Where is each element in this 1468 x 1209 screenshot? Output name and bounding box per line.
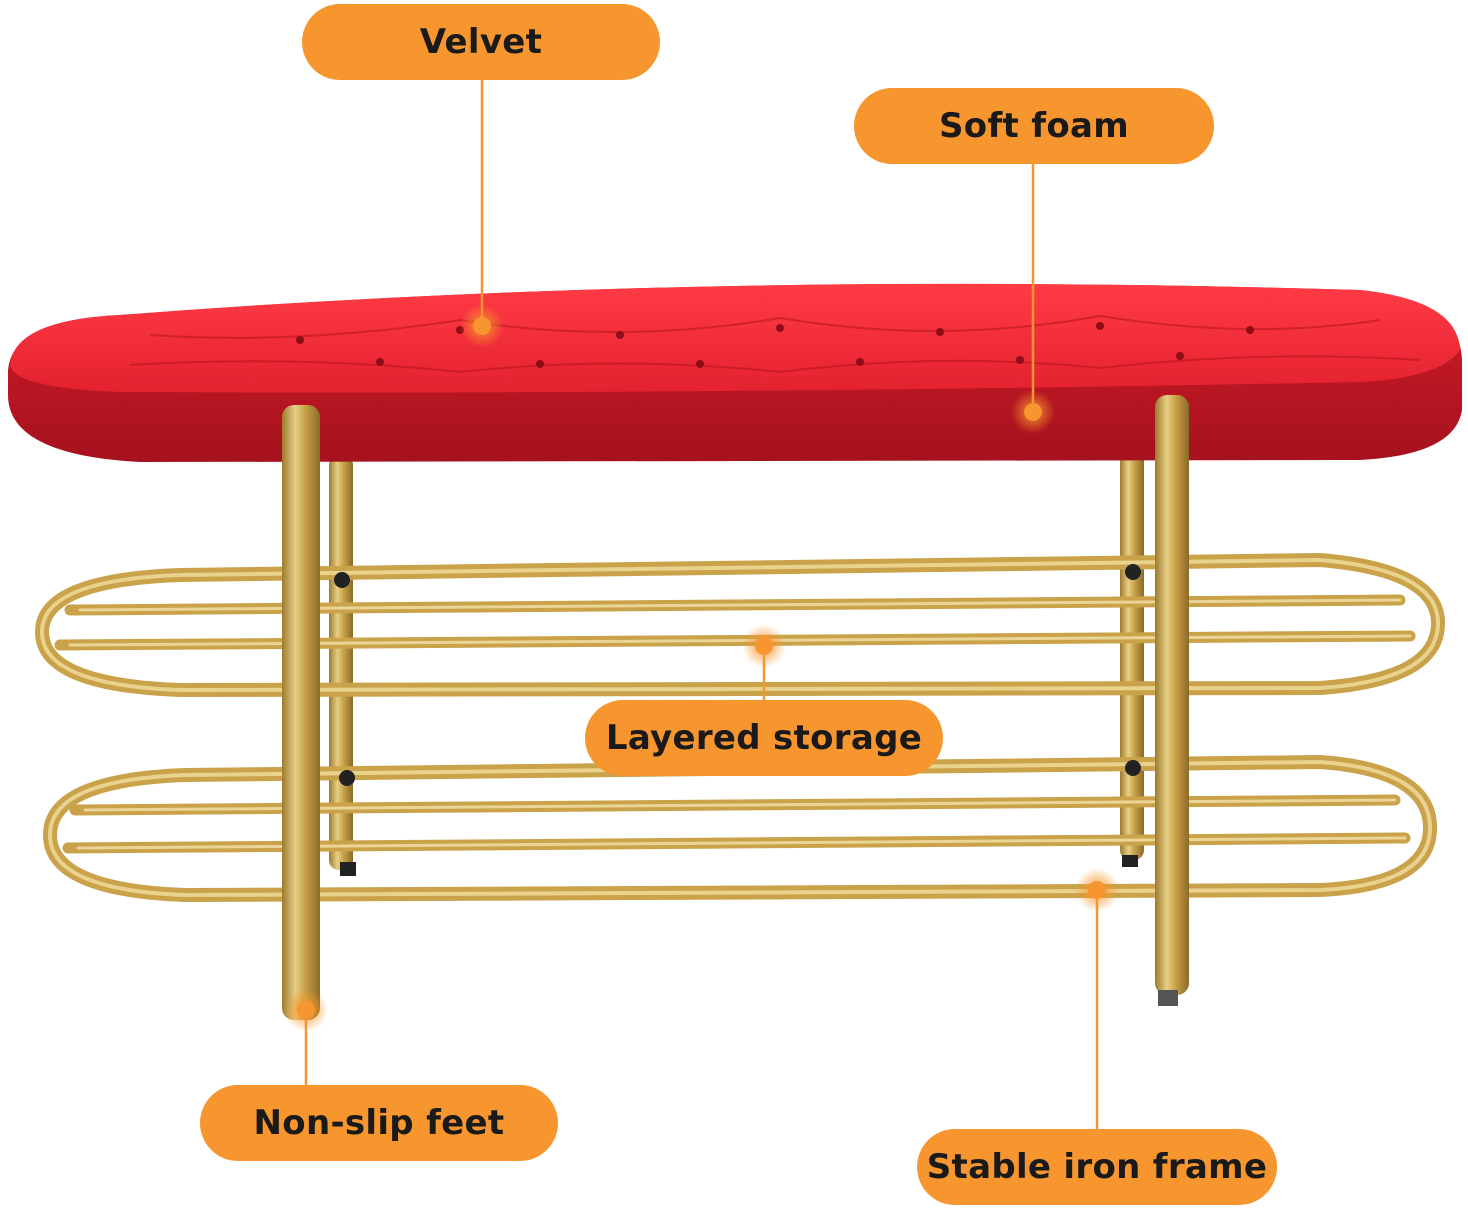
back-legs	[329, 440, 1144, 876]
front-legs	[282, 395, 1189, 1020]
upper-shelf	[34, 552, 1445, 698]
callout-layered-storage: Layered storage	[585, 700, 943, 776]
callout-stable-iron-frame: Stable iron frame	[917, 1129, 1277, 1205]
callout-soft-foam: Soft foam	[854, 88, 1214, 164]
callout-velvet: Velvet	[302, 4, 660, 80]
callout-non-slip-feet: Non-slip feet	[200, 1085, 558, 1161]
callout-markers	[284, 304, 1119, 1032]
lower-shelf	[42, 754, 1438, 903]
velvet-cushion	[8, 283, 1462, 462]
